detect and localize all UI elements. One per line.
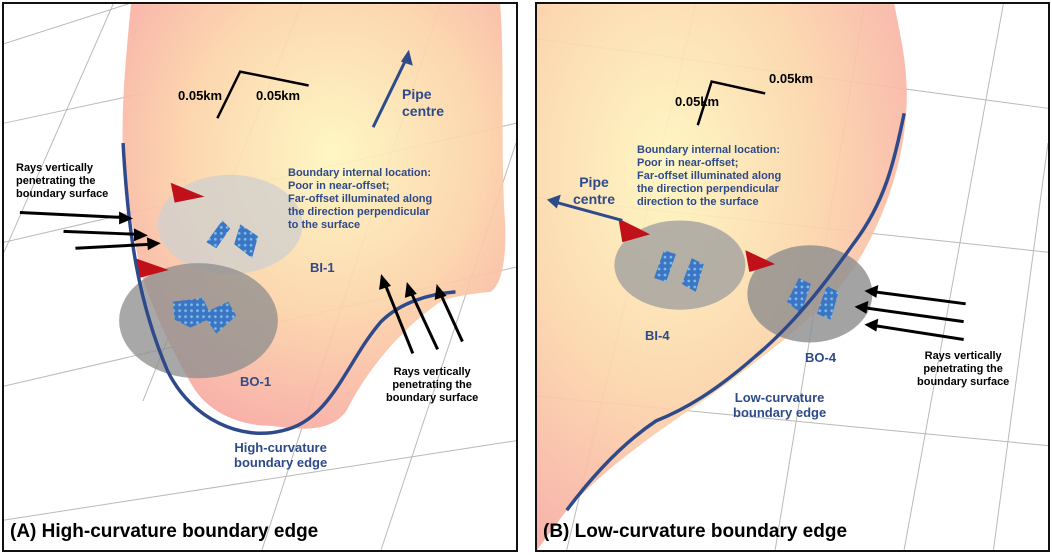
caption-a: (A) High-curvature boundary edge bbox=[10, 521, 319, 542]
edge-label-b: Low-curvature boundary edge bbox=[733, 390, 827, 421]
rays-right-label-b: Rays vertically penetrating the boundary… bbox=[917, 350, 1010, 388]
rays-right-label-a: Rays vertically penetrating the boundary… bbox=[386, 366, 479, 404]
illumination-bo-4 bbox=[787, 277, 839, 320]
rays-right-arrows-b bbox=[854, 284, 966, 341]
boundary-edge-b bbox=[565, 112, 906, 512]
bi-4-label: BI-4 bbox=[645, 328, 670, 343]
scale-label-left-b: 0.05km bbox=[675, 94, 720, 109]
red-marker-inner bbox=[170, 182, 205, 203]
pipe-centre-label-a: Pipe centre bbox=[402, 86, 445, 119]
bo-1-label: BO-1 bbox=[240, 374, 272, 389]
boundary-note-a: Boundary internal location: Poor in near… bbox=[288, 167, 433, 231]
scale-bar-a bbox=[216, 70, 309, 119]
panel-b-low-curvature: 0.05km 0.05km Pipe centre Boundary inter… bbox=[535, 2, 1050, 552]
scale-bar-b bbox=[696, 80, 766, 126]
boundary-note-b: Boundary internal location: Poor in near… bbox=[637, 144, 782, 208]
red-marker-outer bbox=[134, 258, 169, 278]
ellipse-bi-1 bbox=[157, 174, 303, 275]
illumination-bo-1 bbox=[172, 297, 237, 334]
pipe-centre-label-b: Pipe centre bbox=[573, 174, 616, 207]
panel-a-high-curvature: 0.05km 0.05km Pipe centre Rays verticall… bbox=[2, 2, 518, 552]
bo-4-label: BO-4 bbox=[805, 350, 837, 365]
pipe-centre-arrow-a bbox=[371, 49, 413, 128]
illumination-bi-4 bbox=[654, 250, 704, 292]
scale-label-right-a: 0.05km bbox=[256, 88, 301, 103]
rays-left-label-a: Rays vertically penetrating the boundary… bbox=[16, 162, 109, 200]
ellipse-bo-4 bbox=[747, 245, 873, 343]
bi-1-label: BI-1 bbox=[310, 260, 335, 275]
panel-b-figure bbox=[537, 4, 1048, 550]
illumination-bi-1 bbox=[206, 220, 259, 259]
rays-right-arrows-a bbox=[379, 274, 464, 354]
panel-a-figure bbox=[4, 4, 516, 550]
scale-label-right-b: 0.05km bbox=[769, 71, 814, 86]
red-marker-inner-b bbox=[618, 218, 651, 243]
red-marker-outer-b bbox=[745, 250, 776, 273]
boundary-edge-a bbox=[121, 142, 456, 435]
edge-label-a: High-curvature boundary edge bbox=[234, 440, 328, 471]
ellipse-bi-4 bbox=[614, 220, 746, 310]
caption-b: (B) Low-curvature boundary edge bbox=[543, 521, 848, 542]
scale-label-left-a: 0.05km bbox=[178, 88, 223, 103]
rays-left-arrows-a bbox=[19, 211, 161, 251]
pipe-centre-arrow-b bbox=[546, 194, 623, 222]
